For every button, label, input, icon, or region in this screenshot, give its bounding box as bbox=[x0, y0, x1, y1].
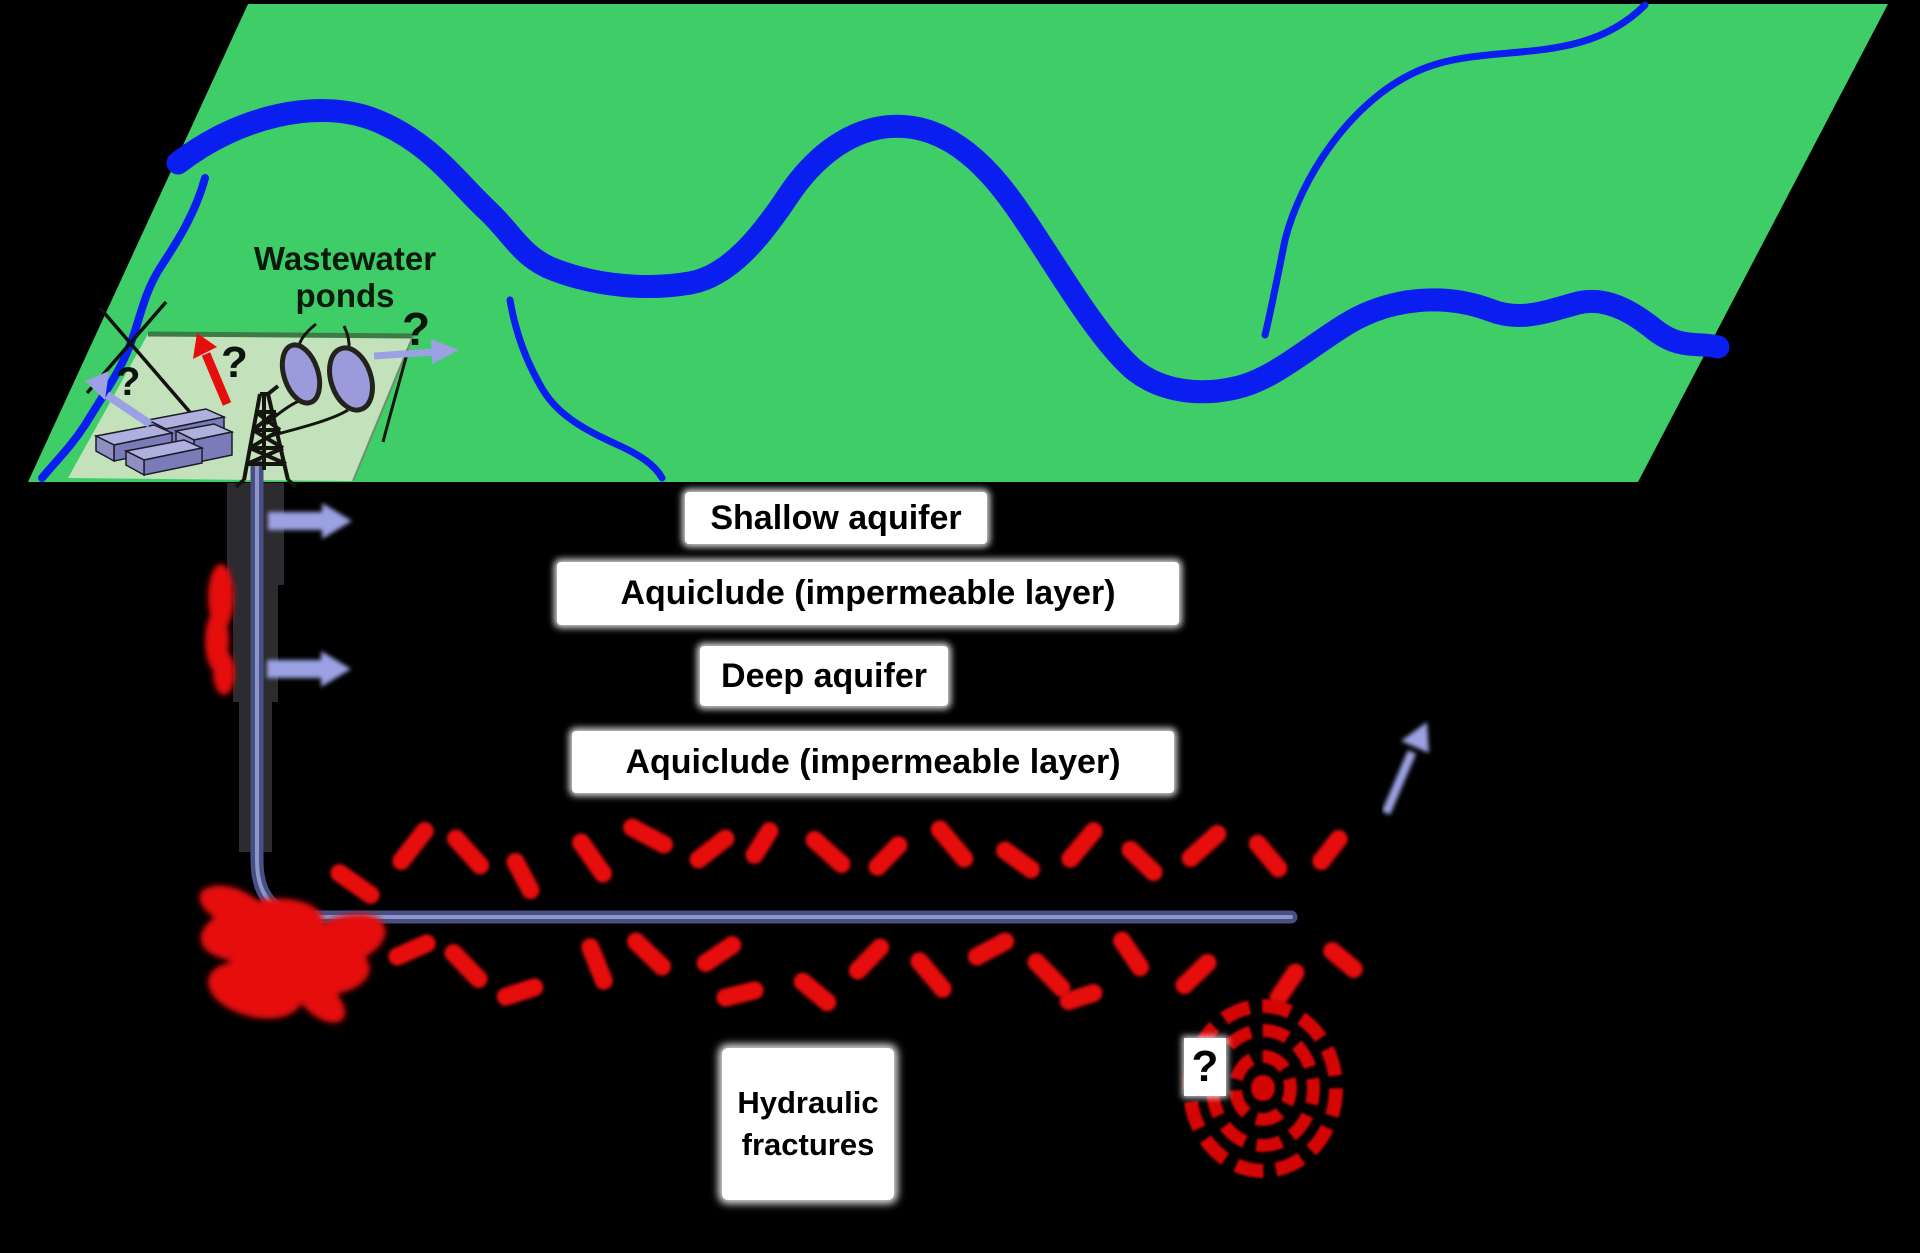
question-mark-center: ? bbox=[221, 338, 248, 387]
drill-rig bbox=[234, 384, 298, 489]
hydraulic-fractures-label-line2: fractures bbox=[741, 1127, 875, 1162]
leak-arrow-deep bbox=[267, 651, 351, 687]
earthquake-question-box: ? bbox=[1184, 1038, 1226, 1096]
hydraulic-fractures-label: Hydraulic fractures bbox=[722, 1048, 894, 1200]
flow-arrow-left bbox=[85, 371, 153, 428]
deep-aquifer-label: Deep aquifer bbox=[700, 646, 948, 706]
flow-arrow-right bbox=[373, 339, 459, 364]
wastewater-ponds-label-line1: Wastewater bbox=[253, 240, 437, 277]
wastewater-ponds-label: Wastewater ponds bbox=[235, 240, 455, 314]
hydraulic-fractures-label-line1: Hydraulic bbox=[737, 1085, 879, 1120]
wastewater-pond bbox=[327, 345, 375, 413]
well-pad-buildings bbox=[93, 408, 235, 477]
main-river bbox=[166, 99, 1730, 404]
aquiclude-upper-label: Aquiclude (impermeable layer) bbox=[557, 562, 1179, 625]
building bbox=[123, 439, 205, 477]
upper-tributary bbox=[1261, 1, 1649, 339]
fracture-blob bbox=[199, 885, 386, 1023]
aquiclude-lower-label: Aquiclude (impermeable layer) bbox=[572, 731, 1174, 793]
right-stream bbox=[506, 296, 666, 482]
surface-flow-arrows bbox=[85, 333, 459, 428]
leak-arrow-shallow bbox=[268, 503, 352, 539]
shallow-aquifer-label: Shallow aquifer bbox=[685, 492, 987, 544]
leak-arrows bbox=[267, 503, 352, 687]
pond-hoses bbox=[265, 322, 410, 443]
wastewater-ponds-label-line2: ponds bbox=[295, 277, 395, 314]
ground-surface bbox=[28, 4, 1888, 482]
casing-leak-streak bbox=[205, 564, 235, 695]
question-mark-left: ? bbox=[116, 360, 141, 404]
question-mark-right: ? bbox=[402, 303, 431, 355]
wastewater-pond bbox=[279, 342, 323, 406]
upward-migration-arrow bbox=[1381, 722, 1429, 815]
wastewater-ponds bbox=[279, 342, 375, 413]
spill-arrow-red bbox=[193, 333, 232, 406]
